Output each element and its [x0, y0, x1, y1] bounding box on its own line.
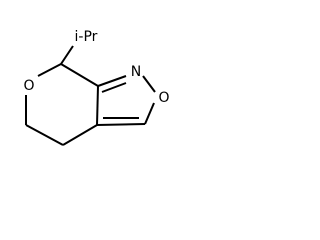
bond-o-c	[144, 102, 155, 125]
chemical-structure-diagram: i-Pr O N O	[0, 0, 203, 171]
bond-ring-bottom-left	[25, 124, 64, 146]
ring-oxygen-label: O	[23, 78, 34, 94]
isoxazole-nitrogen-label: N	[131, 64, 141, 80]
bond-ring-bottom-right	[62, 124, 98, 146]
isoxazole-oxygen-label: O	[158, 90, 169, 106]
bond-lines	[25, 45, 156, 146]
substituent-label: i-Pr	[75, 29, 98, 45]
bond-ring-top-right	[60, 63, 99, 87]
atom-labels: i-Pr O N O	[23, 29, 169, 106]
bond-cn-double-inner	[101, 82, 127, 93]
bond-substituent	[60, 45, 74, 65]
bond-n-o	[142, 75, 156, 93]
bond-ring-left-upper	[37, 63, 62, 77]
bond-cn-double-outer	[97, 75, 127, 87]
bond-fused	[96, 85, 99, 126]
structure-canvas: i-Pr O N O	[23, 29, 170, 146]
bond-cc-double-outer	[96, 123, 146, 126]
